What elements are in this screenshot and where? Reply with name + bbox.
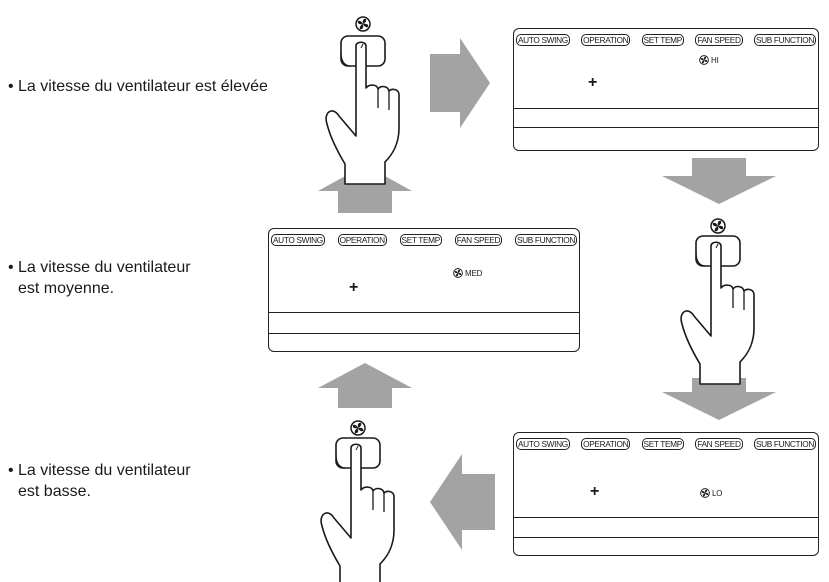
fan-speed-label: FAN SPEED — [454, 234, 503, 246]
operation-label: OPERATION — [581, 34, 631, 46]
panel-button-row: AUTO SWING OPERATION SET TEMP FAN SPEED … — [516, 34, 816, 46]
display-panel-medium: AUTO SWING OPERATION SET TEMP FAN SPEED … — [268, 228, 580, 352]
auto-swing-label: AUTO SWING — [271, 234, 325, 246]
set-temp-label: SET TEMP — [641, 438, 684, 450]
divider-line — [514, 517, 818, 518]
fan-spin-symbol: + — [349, 279, 359, 296]
operation-label: OPERATION — [581, 438, 631, 450]
display-panel-low: AUTO SWING OPERATION SET TEMP FAN SPEED … — [513, 432, 819, 556]
fan-icon — [355, 16, 371, 32]
speed-indicator: LO — [700, 488, 722, 498]
hand-press-icon — [320, 437, 395, 582]
fan-speed-label: FAN SPEED — [695, 34, 743, 46]
sub-function-label: SUB FUNCTION — [753, 34, 816, 46]
arrow-down-bottom — [662, 378, 776, 420]
fan-icon — [350, 420, 366, 436]
divider-line — [514, 537, 818, 538]
caption-high: •La vitesse du ventilateur est élevée — [8, 78, 268, 95]
speed-indicator: MED — [453, 268, 482, 278]
display-panel-high: AUTO SWING OPERATION SET TEMP FAN SPEED … — [513, 28, 819, 151]
arrow-right — [430, 38, 490, 128]
caption-low: •La vitesse du ventilateur est basse. — [8, 462, 191, 500]
panel-button-row: AUTO SWING OPERATION SET TEMP FAN SPEED … — [271, 234, 577, 246]
arrow-up-top — [318, 165, 412, 213]
sub-function-label: SUB FUNCTION — [514, 234, 577, 246]
arrow-left — [430, 454, 495, 550]
fan-speed-label: FAN SPEED — [695, 438, 743, 450]
divider-line — [269, 312, 579, 313]
fan-icon — [699, 55, 709, 65]
sub-function-label: SUB FUNCTION — [753, 438, 816, 450]
operation-label: OPERATION — [337, 234, 387, 246]
fan-spin-symbol: + — [588, 74, 598, 91]
divider-line — [514, 108, 818, 109]
arrow-down-top — [662, 158, 776, 204]
fan-spin-symbol: + — [590, 483, 600, 500]
caption-medium: •La vitesse du ventilateur est moyenne. — [8, 259, 191, 297]
auto-swing-label: AUTO SWING — [516, 438, 570, 450]
divider-line — [514, 127, 818, 128]
arrow-up-bottom — [318, 363, 412, 408]
fan-icon — [700, 488, 710, 498]
fan-icon — [453, 268, 463, 278]
speed-indicator: HI — [699, 55, 719, 65]
set-temp-label: SET TEMP — [399, 234, 442, 246]
panel-button-row: AUTO SWING OPERATION SET TEMP FAN SPEED … — [516, 438, 816, 450]
set-temp-label: SET TEMP — [641, 34, 684, 46]
divider-line — [269, 333, 579, 334]
hand-press-icon — [680, 235, 755, 385]
fan-icon — [710, 218, 726, 234]
hand-press-icon — [325, 35, 400, 185]
auto-swing-label: AUTO SWING — [516, 34, 570, 46]
